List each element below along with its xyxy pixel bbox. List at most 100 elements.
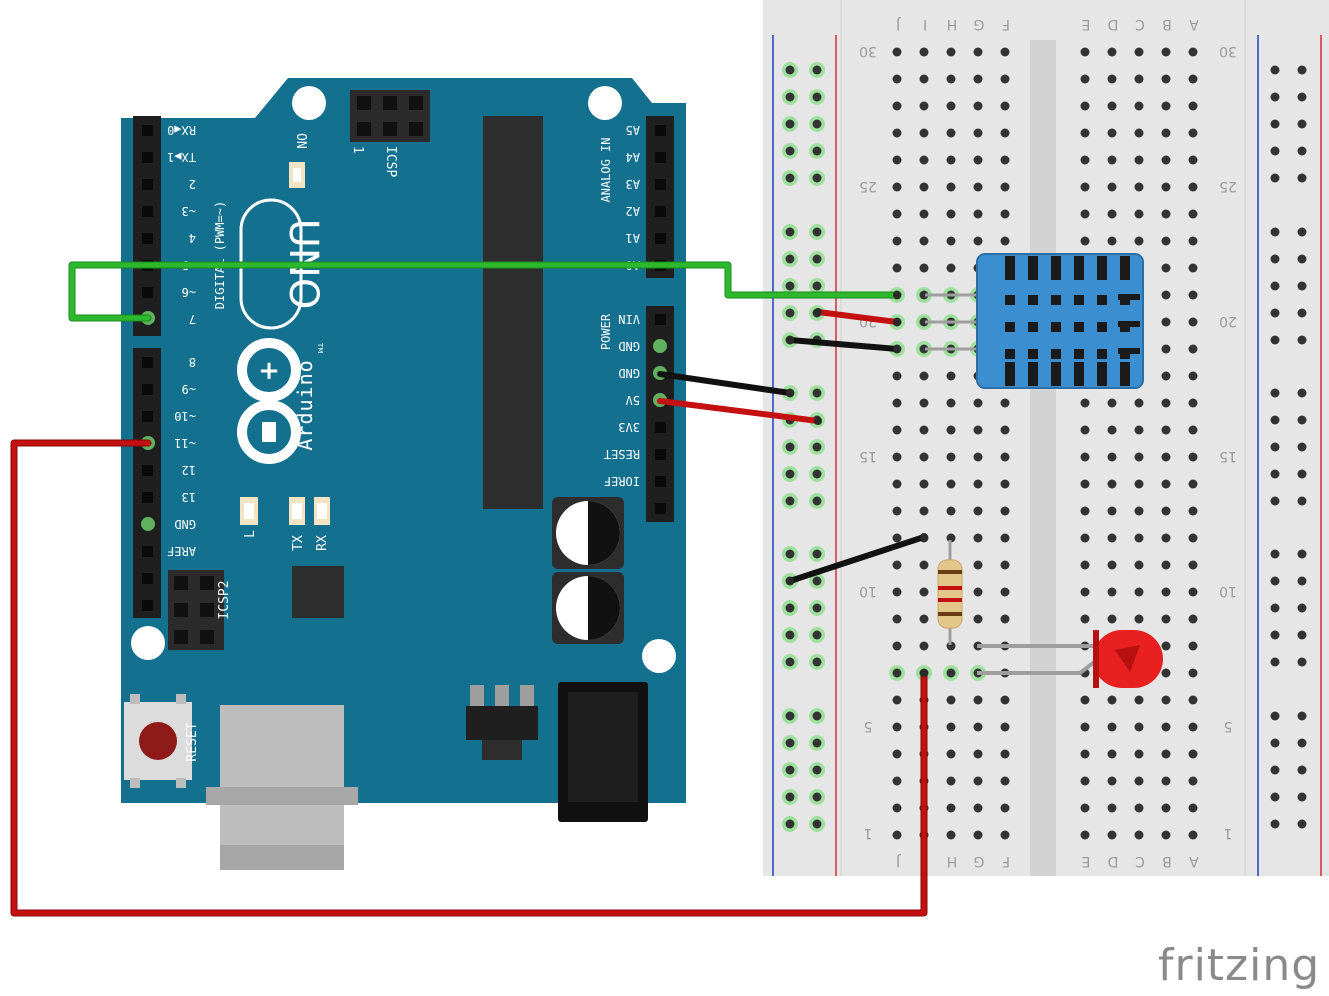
rail-hole xyxy=(1297,711,1307,721)
resistor xyxy=(937,540,963,645)
digital-pin-label: TX▶1 xyxy=(167,150,196,164)
breadboard-hole xyxy=(892,182,902,192)
grille-hole xyxy=(1028,295,1038,305)
breadboard-hole xyxy=(1161,695,1171,705)
breadboard-hole xyxy=(1161,803,1171,813)
wires xyxy=(10,261,928,917)
breadboard-hole xyxy=(1000,479,1010,489)
power-header xyxy=(646,306,674,522)
wire-endpoint xyxy=(920,533,928,541)
rail-hole xyxy=(1270,308,1280,318)
breadboard-hole xyxy=(1188,398,1198,408)
analog-pins xyxy=(653,125,667,514)
breadboard-hole xyxy=(973,749,983,759)
breadboard-hole xyxy=(1107,398,1117,408)
breadboard-hole xyxy=(919,641,929,651)
breadboard-hole xyxy=(1134,182,1144,192)
breadboard-hole xyxy=(1000,587,1010,597)
breadboard-hole xyxy=(973,614,983,624)
wire-endpoint xyxy=(893,291,901,299)
breadboard-hole xyxy=(973,695,983,705)
breadboard-hole xyxy=(946,101,956,111)
wire-black-resistor xyxy=(787,534,927,584)
breadboard-hole xyxy=(973,101,983,111)
breadboard-hole xyxy=(1161,722,1171,732)
icsp-header xyxy=(350,90,430,142)
breadboard-hole xyxy=(1107,101,1117,111)
reset-button[interactable] xyxy=(124,694,192,788)
breadboard-hole xyxy=(1107,587,1117,597)
rail-hole xyxy=(1297,388,1307,398)
row-number-label: 10 xyxy=(1219,583,1237,599)
breadboard-hole xyxy=(1000,695,1010,705)
breadboard-hole xyxy=(919,398,929,408)
header-pin xyxy=(655,233,666,244)
trademark-text: TM xyxy=(316,342,324,353)
breadboard-hole xyxy=(946,776,956,786)
header-pin xyxy=(142,546,153,557)
breadboard-hole xyxy=(892,695,902,705)
analog-pin-label: A4 xyxy=(626,150,640,164)
rail-hole xyxy=(1270,549,1280,559)
column-label-top: I xyxy=(923,16,927,32)
grille-slot xyxy=(1120,362,1130,386)
breadboard-hole xyxy=(1161,749,1171,759)
breadboard-hole xyxy=(1080,101,1090,111)
rail-hole xyxy=(1270,227,1280,237)
grille-hole xyxy=(1051,349,1061,359)
breadboard-hole xyxy=(892,587,902,597)
breadboard-hole xyxy=(1188,263,1198,273)
breadboard-hole xyxy=(919,209,929,219)
breadboard-hole xyxy=(1000,803,1010,813)
breadboard-hole xyxy=(1107,128,1117,138)
breadboard-hole xyxy=(1107,533,1117,543)
breadboard-hole xyxy=(892,749,902,759)
breadboard-hole xyxy=(1134,236,1144,246)
icsp2-header xyxy=(168,570,224,650)
rail-hole xyxy=(785,819,795,829)
breadboard-hole xyxy=(919,344,929,354)
grille-slot xyxy=(1120,256,1130,280)
row-number-label: 1 xyxy=(1224,825,1233,841)
breadboard-hole xyxy=(1188,290,1198,300)
header-pin xyxy=(142,411,153,422)
breadboard-hole xyxy=(892,128,902,138)
breadboard-hole xyxy=(1161,560,1171,570)
header-pin xyxy=(655,503,666,514)
rail-hole xyxy=(785,496,795,506)
row-number-label: 20 xyxy=(1219,313,1237,329)
breadboard-hole xyxy=(1000,830,1010,840)
breadboard-hole xyxy=(1080,614,1090,624)
header-pin xyxy=(655,422,666,433)
digital-pin-label: 2 xyxy=(189,177,196,191)
breadboard-hole xyxy=(892,101,902,111)
icsp2-label: ICSP2 xyxy=(217,580,232,619)
breadboard-hole xyxy=(946,506,956,516)
rail-hole xyxy=(812,603,822,613)
breadboard-hole xyxy=(892,776,902,786)
breadboard-hole xyxy=(946,128,956,138)
breadboard-hole xyxy=(1107,74,1117,84)
breadboard-hole xyxy=(1188,371,1198,381)
header-pin xyxy=(142,357,153,368)
breadboard-hole xyxy=(1188,695,1198,705)
rail-hole xyxy=(1297,630,1307,640)
breadboard-hole xyxy=(919,47,929,57)
rail-hole xyxy=(1270,254,1280,264)
analog-pin-label: A5 xyxy=(626,123,640,137)
breadboard-hole xyxy=(1107,236,1117,246)
digital-pin-label: RX◀0 xyxy=(167,123,196,137)
column-label-bottom: C xyxy=(1135,853,1145,869)
rail-hole xyxy=(812,469,822,479)
grille-hole xyxy=(1028,322,1038,332)
breadboard-hole xyxy=(1188,776,1198,786)
digital-pin-label: ~10 xyxy=(174,409,196,423)
rail-hole xyxy=(812,442,822,452)
mounting-hole xyxy=(292,86,326,120)
breadboard-hole xyxy=(919,317,929,327)
mounting-hole xyxy=(588,86,622,120)
breadboard-hole xyxy=(1000,452,1010,462)
breadboard-hole xyxy=(973,830,983,840)
arduino-logo xyxy=(237,338,301,464)
header-pin xyxy=(142,206,153,217)
